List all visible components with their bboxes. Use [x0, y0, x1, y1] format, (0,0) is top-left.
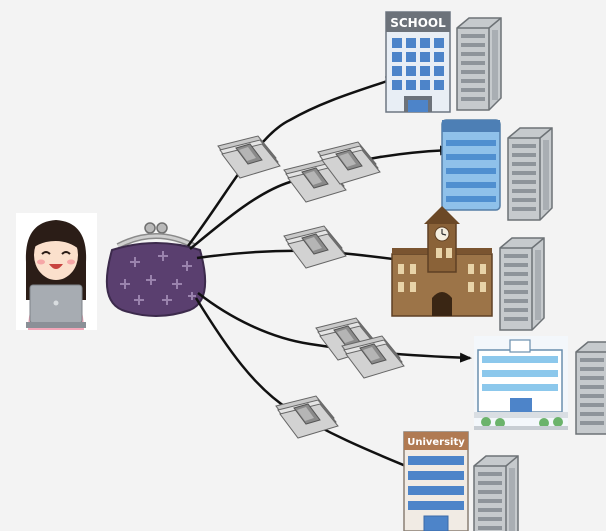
- clocktower-building-icon: [391, 206, 545, 331]
- arrow-to-university: [194, 297, 422, 474]
- university-sign: University: [407, 437, 465, 448]
- coin-purse-icon: [105, 222, 207, 317]
- hospital-building-icon: [474, 336, 606, 435]
- arrow-to-school: [186, 76, 398, 247]
- cash-bundle-icon: [283, 225, 347, 269]
- cash-bundle-icon: [217, 135, 281, 179]
- arrow-to-hospital: [197, 292, 472, 363]
- university-building-icon: University: [403, 431, 519, 531]
- school-building-icon: SCHOOL: [385, 11, 502, 113]
- office-tower-icon: [441, 119, 553, 221]
- woman-with-laptop-icon: [16, 213, 97, 330]
- school-sign: SCHOOL: [390, 16, 446, 30]
